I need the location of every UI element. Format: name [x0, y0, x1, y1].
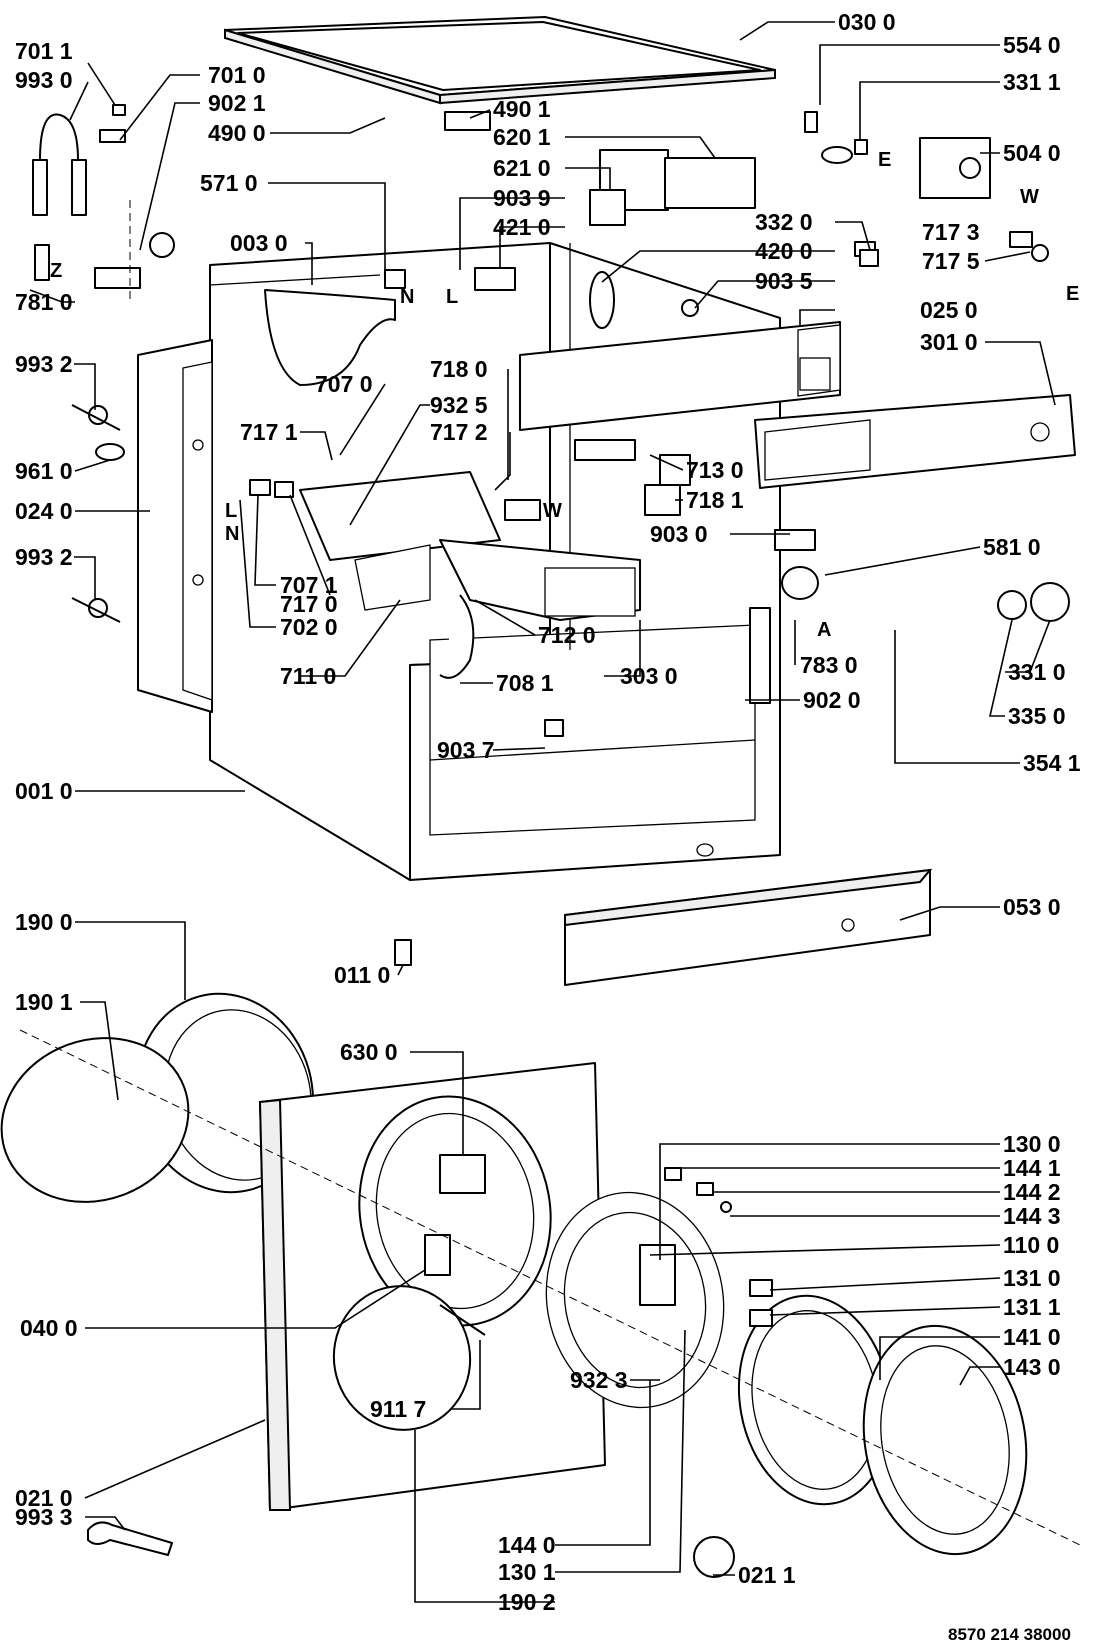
- callout-131-0: 131 0: [1003, 1265, 1061, 1291]
- callout-354-1: 354 1: [1023, 750, 1081, 776]
- callout-630-0: 630 0: [340, 1039, 398, 1065]
- callout-331-1: 331 1: [1003, 69, 1061, 95]
- mark-w-upper: W: [1020, 186, 1039, 208]
- detergent-drawer-part: [299, 471, 641, 621]
- callout-331-0: 331 0: [1008, 659, 1066, 685]
- mark-l-top: L: [446, 286, 458, 308]
- callout-712-0: 712 0: [538, 622, 596, 648]
- callout-707-1: 707 1: [280, 572, 338, 598]
- callout-332-0: 332 0: [755, 209, 813, 235]
- callout-902-1: 902 1: [208, 90, 266, 116]
- small-components: [32, 104, 1070, 1556]
- callout-021-0: 021 0: [15, 1485, 73, 1511]
- callout-001-0: 001 0: [15, 778, 73, 804]
- callout-025-0: 025 0: [920, 297, 978, 323]
- callout-143-0: 143 0: [1003, 1354, 1061, 1380]
- callout-141-0: 141 0: [1003, 1324, 1061, 1350]
- callout-993-2-lower: 993 2: [15, 544, 73, 570]
- mark-n-top: N: [400, 286, 414, 308]
- callout-053-0: 053 0: [1003, 894, 1061, 920]
- callout-110-0: 110 0: [1003, 1232, 1059, 1258]
- callout-130-1: 130 1: [498, 1559, 556, 1585]
- callout-144-2: 144 2: [1003, 1179, 1061, 1205]
- callout-554-0: 554 0: [1003, 32, 1061, 58]
- drawing-parts: [0, 16, 1081, 1578]
- callout-707-0: 707 0: [315, 371, 373, 397]
- callout-902-0: 902 0: [803, 687, 861, 713]
- top-cover-part: [224, 16, 776, 105]
- callout-993-0: 993 0: [15, 67, 73, 93]
- callout-335-0: 335 0: [1008, 703, 1066, 729]
- callout-993-3: 993 3: [15, 1504, 73, 1530]
- drawing-number: 8570 214 38000: [948, 1625, 1071, 1644]
- mark-e-right: E: [1066, 283, 1079, 305]
- callout-040-0: 040 0: [20, 1315, 78, 1341]
- control-panel-part: [519, 321, 1076, 489]
- callout-581-0: 581 0: [983, 534, 1041, 560]
- leader-lines: [29, 21, 1056, 1603]
- callout-717-0: 717 0: [280, 591, 338, 617]
- callout-903-0: 903 0: [650, 521, 708, 547]
- callout-420-0: 420 0: [755, 238, 813, 264]
- callout-421-0: 421 0: [493, 214, 551, 240]
- callout-903-5: 903 5: [755, 268, 813, 294]
- mark-w-mid: W: [543, 500, 562, 522]
- terminal-marks: N L E W E Z L N W A: [50, 149, 1079, 641]
- rear-panel-part: [137, 339, 213, 713]
- callout-993-2-upper: 993 2: [15, 351, 73, 377]
- callout-713-0: 713 0: [686, 457, 744, 483]
- callout-717-2: 717 2: [430, 419, 488, 445]
- callout-932-5: 932 5: [430, 392, 488, 418]
- callout-621-0: 621 0: [493, 155, 551, 181]
- callout-144-3: 144 3: [1003, 1203, 1061, 1229]
- callout-718-1: 718 1: [686, 487, 744, 513]
- callout-620-1: 620 1: [493, 124, 551, 150]
- callout-717-1: 717 1: [240, 419, 298, 445]
- callout-190-1: 190 1: [15, 989, 73, 1015]
- mark-n-left: N: [225, 523, 239, 545]
- mark-l-left: L: [225, 500, 237, 522]
- callout-961-0: 961 0: [15, 458, 73, 484]
- callout-783-0: 783 0: [800, 652, 858, 678]
- callout-labels: 030 0 554 0 331 1 504 0 701 1 993 0 701 …: [15, 9, 1081, 1615]
- callout-303-0: 303 0: [620, 663, 678, 689]
- callout-701-0: 701 0: [208, 62, 266, 88]
- callout-903-7: 903 7: [437, 737, 495, 763]
- callout-781-0: 781 0: [15, 289, 73, 315]
- callout-130-0: 130 0: [1003, 1131, 1061, 1157]
- callout-571-0: 571 0: [200, 170, 258, 196]
- callout-011-0: 011 0: [334, 962, 390, 988]
- callout-144-0: 144 0: [498, 1532, 556, 1558]
- callout-702-0: 702 0: [280, 614, 338, 640]
- callout-131-1: 131 1: [1003, 1294, 1061, 1320]
- callout-490-0: 490 0: [208, 120, 266, 146]
- callout-717-5: 717 5: [922, 248, 980, 274]
- callout-903-9: 903 9: [493, 185, 551, 211]
- callout-717-3: 717 3: [922, 219, 980, 245]
- callout-190-0: 190 0: [15, 909, 73, 935]
- callout-003-0: 003 0: [230, 230, 288, 256]
- callout-718-0: 718 0: [430, 356, 488, 382]
- mark-a: A: [817, 619, 831, 641]
- callout-144-1: 144 1: [1003, 1155, 1061, 1181]
- door-assembly-parts: [0, 992, 1081, 1578]
- callout-504-0: 504 0: [1003, 140, 1061, 166]
- callout-911-7: 911 7: [370, 1396, 426, 1422]
- callout-932-3: 932 3: [570, 1367, 628, 1393]
- callout-708-1: 708 1: [496, 670, 554, 696]
- callout-701-1: 701 1: [15, 38, 73, 64]
- mark-e-upper: E: [878, 149, 891, 171]
- mark-z: Z: [50, 260, 62, 282]
- callout-024-0: 024 0: [15, 498, 73, 524]
- callout-490-1: 490 1: [493, 96, 551, 122]
- callout-030-0: 030 0: [838, 9, 896, 35]
- callout-711-0: 711 0: [280, 663, 336, 689]
- callout-021-1: 021 1: [738, 1562, 796, 1588]
- callout-301-0: 301 0: [920, 329, 978, 355]
- callout-190-2: 190 2: [498, 1589, 556, 1615]
